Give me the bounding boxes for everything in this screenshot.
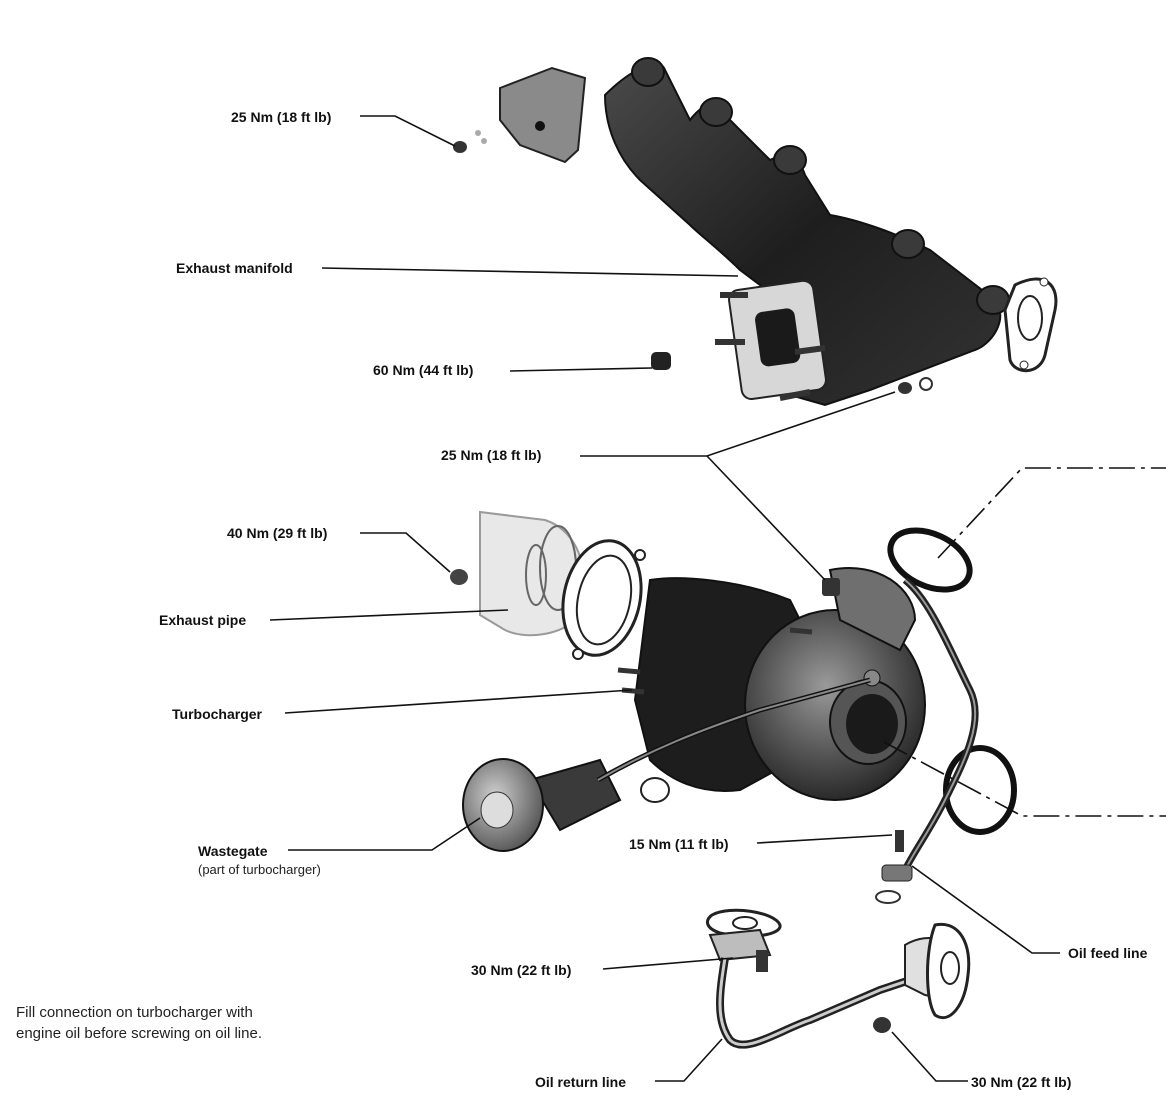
heat-shield: [499, 66, 587, 164]
instruction-line-1: Fill connection on turbocharger with: [16, 1004, 253, 1021]
manifold-fasteners: [453, 130, 933, 394]
torque-label-manifold-nut: 60 Nm (44 ft lb): [373, 362, 474, 378]
label-wastegate-note: (part of turbocharger): [198, 862, 321, 877]
manifold-port-4: [891, 229, 925, 259]
label-wastegate: Wastegate: [198, 843, 268, 859]
exhaust-manifold: [499, 57, 1058, 407]
nut-60nm: [651, 352, 671, 370]
label-turbocharger: Turbocharger: [172, 706, 262, 722]
label-exhaust-manifold: Exhaust manifold: [176, 260, 293, 276]
oil-return-line: [716, 957, 927, 1049]
hose-clamp-lower: [943, 745, 1017, 835]
instruction-line-2: engine oil before screwing on oil line.: [16, 1025, 262, 1042]
oil-feed-line-assembly: [875, 527, 1017, 904]
banjo-bolt-15nm: [895, 830, 904, 852]
torque-label-banjo-bolt: 15 Nm (11 ft lb): [629, 836, 729, 852]
torque-label-turbo-nut: 25 Nm (18 ft lb): [441, 447, 542, 463]
return-bolt-30nm: [756, 950, 768, 972]
label-exhaust-pipe: Exhaust pipe: [159, 612, 247, 628]
oil-return-line-assembly: [706, 908, 971, 1049]
manifold-port-1: [631, 57, 665, 87]
nut-40nm: [450, 569, 468, 585]
nut-30nm: [873, 1017, 891, 1033]
torque-label-return-nut: 30 Nm (22 ft lb): [971, 1074, 1072, 1090]
torque-label-exhaust-pipe-nut: 40 Nm (29 ft lb): [227, 525, 328, 541]
torque-label-return-bolt: 30 Nm (22 ft lb): [471, 962, 572, 978]
hose-clamp-upper: [887, 527, 973, 593]
wastegate: [462, 677, 871, 852]
exhaust-pipe: [450, 510, 646, 660]
turbocharger: [617, 567, 926, 801]
instruction-note: Fill connection on turbocharger with eng…: [16, 1002, 262, 1044]
manifold-port-2: [699, 97, 733, 127]
label-oil-return-line: Oil return line: [535, 1074, 627, 1090]
torque-label-heat-shield: 25 Nm (18 ft lb): [231, 109, 332, 125]
manifold-port-3: [773, 145, 807, 175]
label-oil-feed-line: Oil feed line: [1068, 945, 1148, 961]
leader-lines: [269, 115, 1166, 1082]
